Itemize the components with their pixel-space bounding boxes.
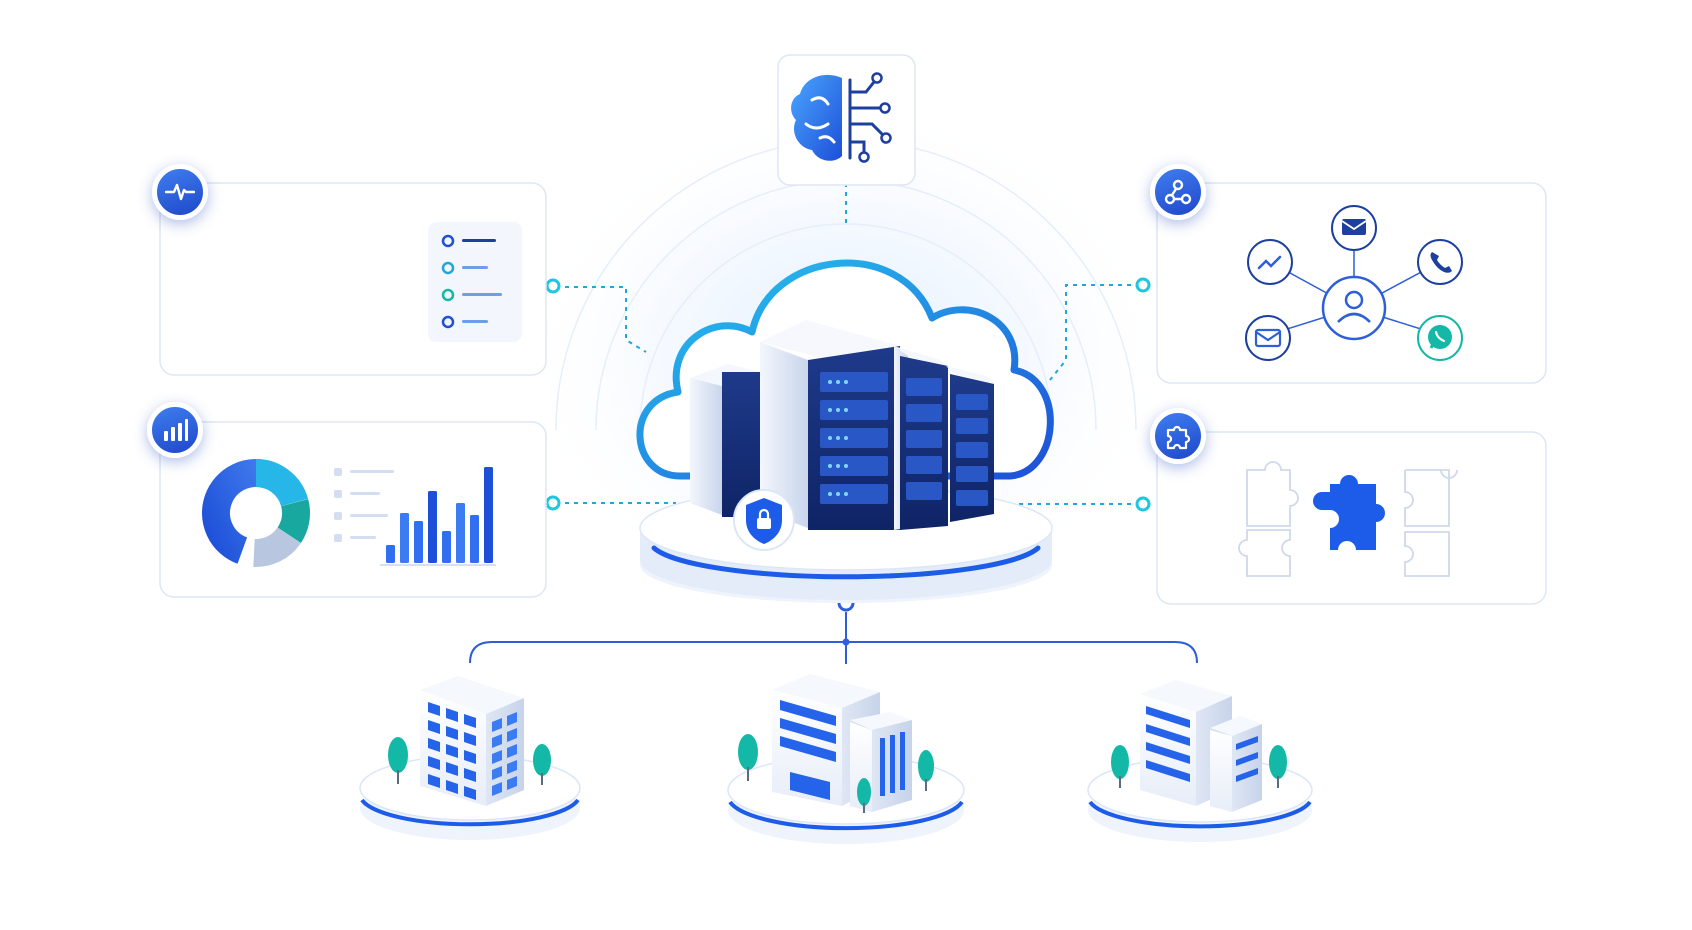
server-rack [760, 320, 900, 530]
building-node-office-tower[interactable] [1087, 680, 1313, 842]
tree-icon [1111, 745, 1129, 788]
building-window [446, 780, 458, 794]
bar-chart-bar [386, 545, 395, 563]
bar-chart-bar [400, 513, 409, 563]
building-window [428, 738, 440, 752]
building-window [446, 744, 458, 758]
building-window [446, 762, 458, 776]
cloud-server-hub[interactable] [636, 259, 1054, 603]
bar-chart-icon [164, 419, 188, 441]
tree-icon [918, 750, 934, 791]
building-window [428, 720, 440, 734]
tree-icon [738, 734, 758, 781]
building-node-corporate-building[interactable] [727, 674, 965, 844]
puzzle-piece-icon [1166, 425, 1191, 450]
email-icon [1245, 315, 1291, 361]
building-window [507, 712, 517, 726]
brain-node[interactable] [777, 54, 916, 186]
user-hub-icon [1321, 275, 1387, 341]
bar-chart-bar [456, 503, 465, 563]
legend-list [334, 468, 394, 542]
server-rack [894, 346, 954, 530]
building-window [464, 786, 476, 800]
donut-chart [202, 459, 310, 567]
building-window [492, 734, 502, 748]
share-nodes-icon [1164, 179, 1192, 205]
connector-right-upper [1049, 284, 1140, 381]
building-window [428, 756, 440, 770]
building-window [428, 702, 440, 716]
puzzle-highlight [1313, 475, 1385, 550]
omnichannel-card[interactable] [1156, 182, 1547, 384]
building-window [507, 760, 517, 774]
analytics-icon [1247, 239, 1293, 285]
bar-chart-bar [414, 521, 423, 563]
building-window [492, 782, 502, 796]
voice-analytics-card[interactable] [159, 182, 547, 376]
tree-icon [1269, 745, 1287, 788]
share-badge[interactable] [1150, 164, 1206, 220]
building-window [428, 774, 440, 788]
waveform-badge[interactable] [152, 164, 208, 220]
whatsapp-icon [1417, 315, 1463, 361]
building-window [464, 750, 476, 764]
building-window [446, 726, 458, 740]
connector-node-left-upper [545, 278, 561, 294]
bar-chart-bar [470, 515, 479, 563]
voice-waveform [188, 220, 412, 352]
bar-chart-bar [428, 491, 437, 563]
chat-mail-icon [1331, 205, 1377, 251]
list-panel [428, 222, 522, 342]
tree-icon [857, 778, 871, 813]
building-window [507, 744, 517, 758]
building-node-office-building[interactable] [359, 676, 581, 840]
puzzle-pieces [1238, 461, 1458, 577]
connector-lines [556, 183, 1140, 505]
integrations-card[interactable] [1156, 431, 1547, 605]
building-window [464, 768, 476, 782]
connector-node-right-lower [1135, 496, 1151, 512]
lock-shield-icon [733, 489, 795, 551]
list-items [441, 234, 502, 329]
bottom-connector-tree [469, 612, 1198, 664]
bar-chart [386, 467, 493, 563]
building-window [464, 714, 476, 728]
building-window [492, 718, 502, 732]
bar-chart-badge[interactable] [147, 402, 203, 458]
tree-icon [533, 744, 551, 785]
building-window [446, 708, 458, 722]
building-window [492, 750, 502, 764]
server-units [820, 372, 888, 504]
waveform-pulse-icon [165, 183, 195, 201]
connector-nodes [545, 277, 1151, 512]
building-window [507, 728, 517, 742]
analytics-card[interactable] [159, 421, 547, 598]
bar-chart-bar [442, 531, 451, 563]
tree-icon [388, 737, 408, 784]
building-window [507, 776, 517, 790]
building-window [492, 766, 502, 780]
phone-icon [1417, 239, 1463, 285]
connector-node-left-lower [545, 495, 561, 511]
building-window [464, 732, 476, 746]
connector-node-right-upper [1135, 277, 1151, 293]
puzzle-badge[interactable] [1150, 408, 1206, 464]
bottom-connector-junction [842, 638, 850, 646]
brain-circuit-icon [791, 72, 892, 163]
bar-chart-bar [484, 467, 493, 563]
server-rack [946, 366, 996, 522]
